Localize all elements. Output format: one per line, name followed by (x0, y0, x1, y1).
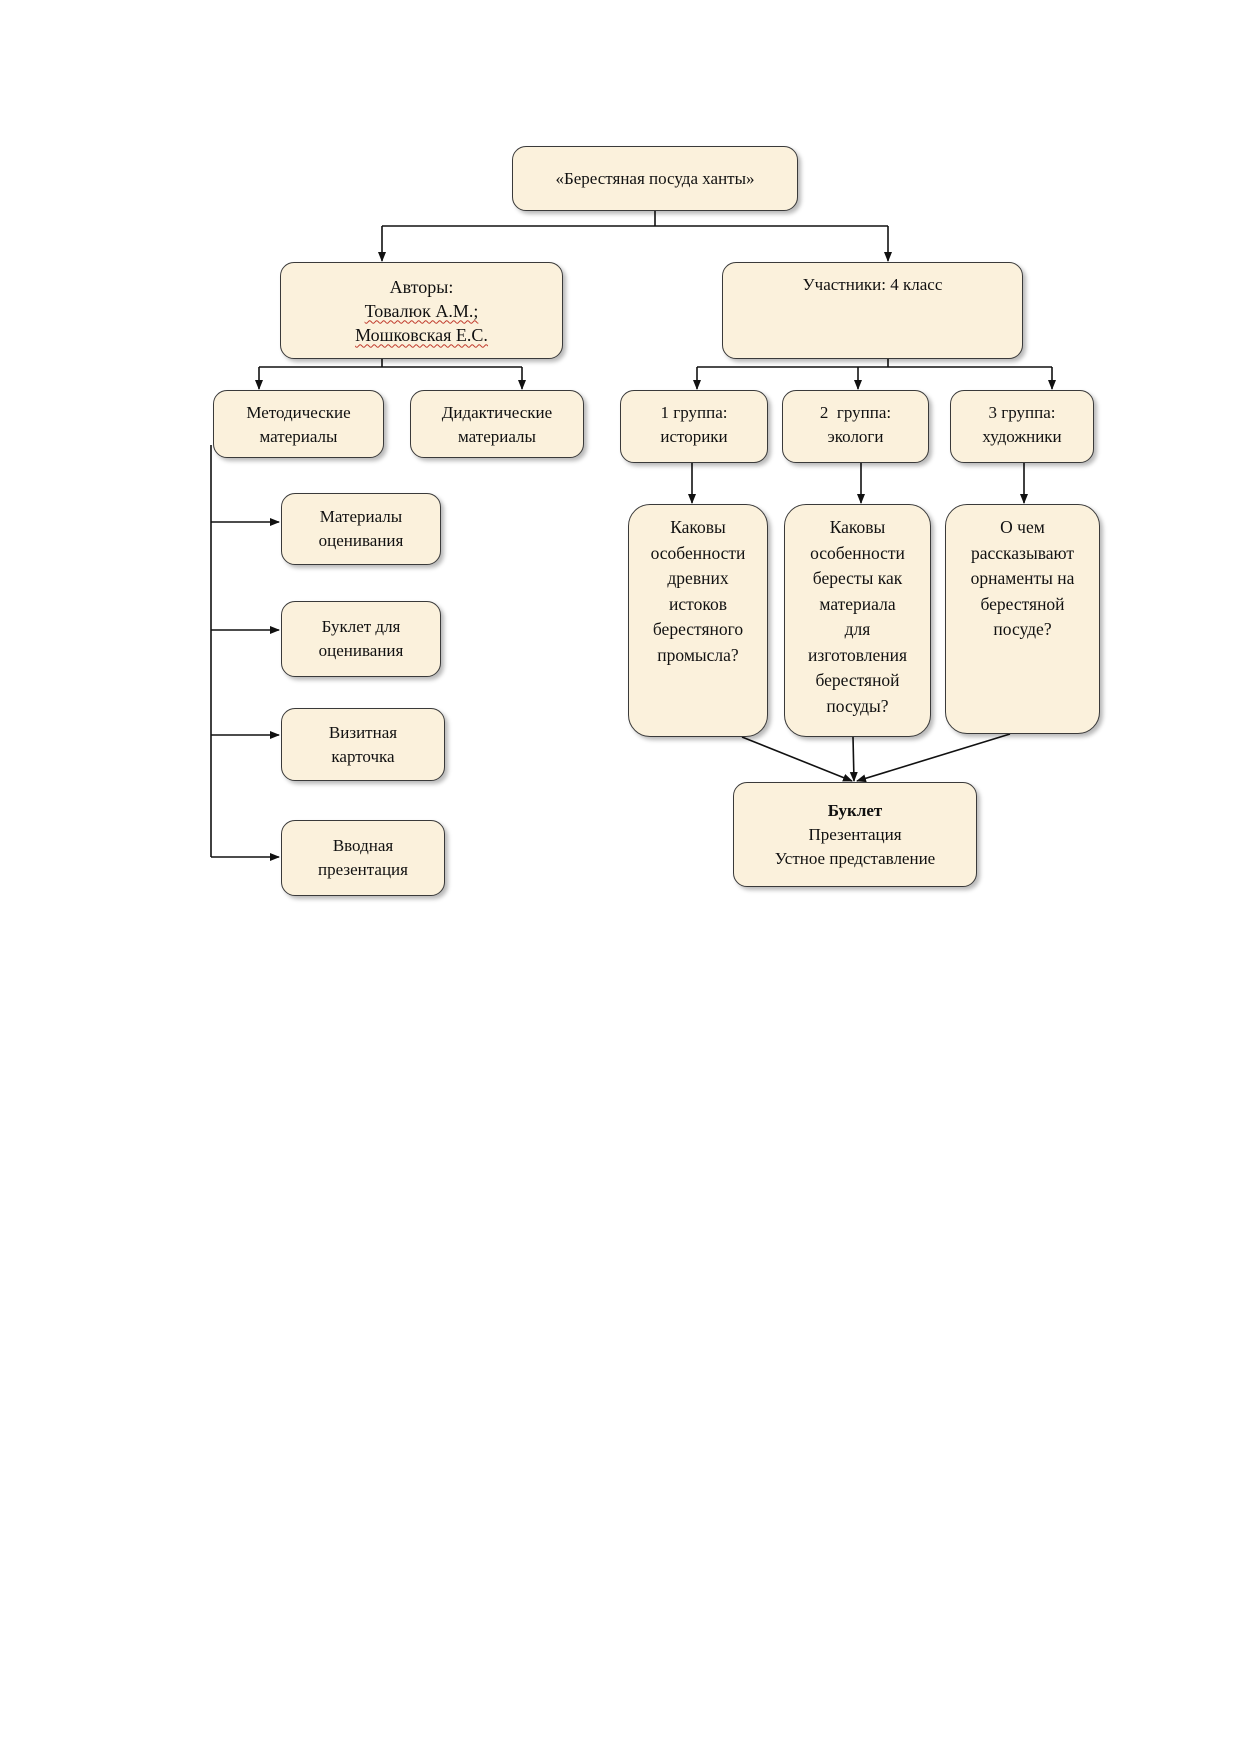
question-line: промысла? (657, 644, 739, 665)
box-text-line: оценивания (318, 531, 404, 550)
box-text-line: Вводная (332, 836, 394, 855)
group-role: экологи (827, 427, 884, 446)
connector-q3-outcome (856, 733, 1011, 783)
methodical-materials-box: Методические материалы (213, 390, 384, 458)
participants-box: Участники: 4 класс (722, 262, 1023, 359)
box-text-line: материалы (458, 427, 536, 446)
box-text-line: Методические (246, 403, 351, 422)
question-line: изготовления (807, 644, 908, 665)
business-card-box: Визитная карточка (281, 708, 445, 781)
box-text-line: карточка (331, 746, 395, 766)
question-line: бересты как (812, 568, 903, 588)
outcome-line: Презентация (808, 824, 902, 844)
question-line: для (844, 619, 871, 639)
question-line: особенности (650, 542, 746, 563)
question-line: особенности (810, 542, 905, 563)
group-1-box: 1 группа: историки (620, 390, 768, 463)
group-3-box: 3 группа: художники (950, 390, 1094, 463)
authors-box: Авторы: Товалюк А.М.; Мошковская Е.С. (280, 262, 563, 359)
question-line: посуды? (826, 695, 889, 716)
question-line: берестяной (815, 670, 900, 690)
group-2-box: 2 группа: экологи (782, 390, 929, 463)
question-line: Каковы (670, 517, 726, 537)
question-line: Каковы (829, 517, 886, 537)
box-text-line: презентация (318, 860, 408, 879)
question-line: орнаменты на (970, 568, 1075, 588)
outcome-line: Буклет (827, 800, 883, 820)
box-text-line: Дидактические (441, 403, 553, 422)
box-text-line: Визитная (328, 722, 398, 742)
question-line: посуде? (993, 619, 1052, 639)
connector-q2-outcome (849, 736, 858, 782)
group-label: 1 группа: (660, 403, 728, 422)
question-line: берестяной (980, 593, 1065, 614)
authors-heading: Авторы: (389, 276, 454, 297)
project-outcome-box: Буклет Презентация Устное представление (733, 782, 977, 887)
assessment-materials-box: Материалы оценивания (281, 493, 441, 565)
intro-presentation-box: Вводная презентация (281, 820, 445, 896)
question-line: рассказывают (970, 542, 1075, 563)
question-line: берестяного (652, 619, 744, 639)
question-2-box: Каковы особенности бересты как материала… (784, 504, 931, 737)
author-name: Товалюк А.М.; (364, 300, 479, 321)
project-title: «Берестяная посуда ханты» (555, 168, 755, 188)
group-label: 3 группа: (988, 403, 1056, 422)
assessment-booklet-box: Буклет для оценивания (281, 601, 441, 677)
box-text-line: Буклет для (321, 617, 401, 636)
connector-q1-outcome (741, 736, 853, 782)
question-line: О чем (1000, 517, 1045, 537)
project-title-box: «Берестяная посуда ханты» (512, 146, 798, 211)
question-line: материала (819, 593, 896, 614)
group-role: художники (982, 427, 1062, 446)
box-text-line: оценивания (318, 641, 404, 660)
question-line: истоков (669, 593, 727, 614)
author-name: Мошковская Е.С. (355, 324, 488, 345)
participants-label: Участники: 4 класс (802, 275, 943, 294)
outcome-line: Устное представление (774, 848, 936, 868)
question-3-box: О чем рассказывают орнаменты на берестян… (945, 504, 1100, 734)
box-text-line: материалы (259, 427, 338, 446)
group-label: 2 группа: (819, 403, 892, 422)
group-role: историки (660, 427, 728, 446)
question-1-box: Каковы особенности древних истоков берес… (628, 504, 768, 737)
box-text-line: Материалы (319, 507, 403, 526)
didactic-materials-box: Дидактические материалы (410, 390, 584, 458)
question-line: древних (667, 568, 729, 588)
